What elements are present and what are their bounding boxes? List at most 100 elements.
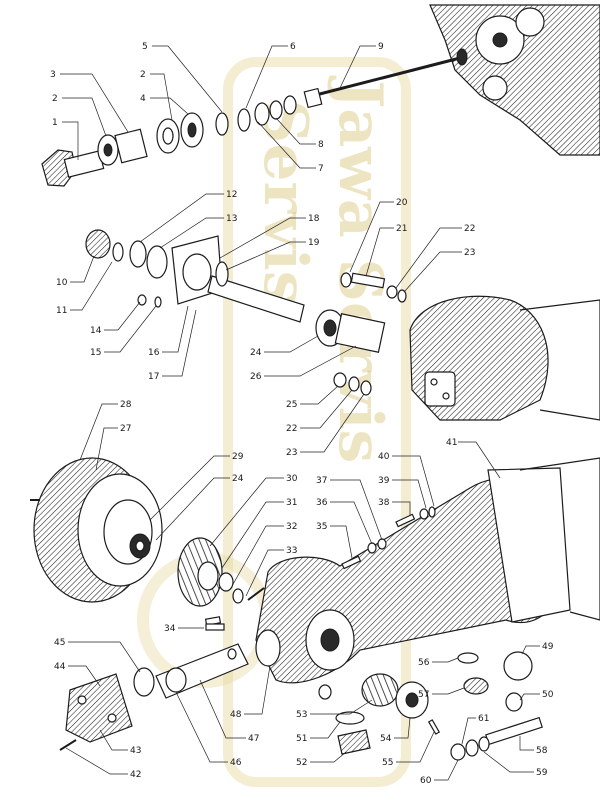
callout-28: 28 xyxy=(120,400,132,410)
callout-21: 21 xyxy=(396,224,407,234)
leader-47 xyxy=(199,679,246,739)
leader-57 xyxy=(432,687,465,695)
callout-2a: 2 xyxy=(52,94,58,104)
callout-2b: 2 xyxy=(140,70,146,80)
callout-12: 12 xyxy=(226,190,237,200)
brake-drum-27-28 xyxy=(30,457,163,603)
leader-56 xyxy=(432,657,459,663)
callout-23b: 23 xyxy=(286,448,297,458)
leader-53 xyxy=(310,699,373,715)
leader-39 xyxy=(392,479,427,509)
callout-30: 30 xyxy=(286,474,298,484)
callout-47: 47 xyxy=(248,734,259,744)
callout-37: 37 xyxy=(316,476,327,486)
callout-49: 49 xyxy=(542,642,554,652)
callout-20: 20 xyxy=(396,198,408,208)
leader-58 xyxy=(519,736,534,751)
leader-45 xyxy=(68,641,141,673)
callout-1: 1 xyxy=(52,118,58,128)
leader-55 xyxy=(396,731,435,763)
output-flange-assembly xyxy=(85,229,305,323)
leader-13 xyxy=(159,217,224,249)
leader-26 xyxy=(264,345,357,377)
gasket-46-47 xyxy=(155,643,249,699)
callout-53: 53 xyxy=(296,710,307,720)
callout-42: 42 xyxy=(130,770,141,780)
leader-41 xyxy=(458,441,501,479)
callout-50: 50 xyxy=(542,690,554,700)
leader-24a xyxy=(264,335,319,353)
leader-59 xyxy=(483,751,534,773)
callout-41: 41 xyxy=(446,438,457,448)
gearbox-housing-top xyxy=(429,4,600,156)
callout-19: 19 xyxy=(308,238,320,248)
final-drive-casing-41-48 xyxy=(255,457,600,700)
leader-19 xyxy=(225,241,306,271)
callout-8: 8 xyxy=(318,140,324,150)
leader-12 xyxy=(139,193,224,243)
drive-shaft-9 xyxy=(303,48,468,109)
seals-51-54 xyxy=(335,673,441,755)
gearbox-housing-right xyxy=(409,295,600,421)
leader-23b xyxy=(300,393,365,453)
callout-52: 52 xyxy=(296,758,307,768)
callout-44: 44 xyxy=(54,662,66,672)
bolts-35-38 xyxy=(341,506,436,570)
leader-24b xyxy=(155,477,230,541)
callout-34: 34 xyxy=(164,624,176,634)
leader-6 xyxy=(245,45,288,109)
leader-23a xyxy=(403,251,462,293)
callout-32: 32 xyxy=(286,522,297,532)
callout-14: 14 xyxy=(90,326,102,336)
leader-14 xyxy=(104,301,141,331)
callout-39: 39 xyxy=(378,476,390,486)
leader-44 xyxy=(68,665,101,687)
callout-10: 10 xyxy=(56,278,68,288)
leader-4 xyxy=(150,97,189,115)
callout-35: 35 xyxy=(316,522,327,532)
leader-lines xyxy=(60,45,540,781)
callout-3: 3 xyxy=(50,70,56,80)
callout-9: 9 xyxy=(378,42,384,52)
differential-gears-30-33 xyxy=(177,537,265,626)
leader-31 xyxy=(221,501,284,569)
leader-28 xyxy=(79,403,118,461)
callout-25: 25 xyxy=(286,400,297,410)
leader-17 xyxy=(162,309,197,377)
leader-2a xyxy=(62,97,107,137)
pin-assembly-20-23 xyxy=(340,272,407,303)
cover-assembly-43-45 xyxy=(59,667,155,751)
leader-22a xyxy=(395,227,462,289)
callout-4: 4 xyxy=(140,94,146,104)
leader-15 xyxy=(104,305,157,353)
bearing-sleeve-24-26 xyxy=(315,309,386,353)
callout-6: 6 xyxy=(290,42,296,52)
leader-46 xyxy=(175,691,228,763)
callout-22b: 22 xyxy=(286,424,297,434)
leader-54 xyxy=(394,717,411,739)
callout-24a: 24 xyxy=(250,348,262,358)
leader-27 xyxy=(95,427,118,471)
leader-29 xyxy=(149,455,230,521)
callout-36: 36 xyxy=(316,498,328,508)
washers-25-22-23 xyxy=(333,372,372,396)
parts-layer xyxy=(30,4,600,761)
callout-26: 26 xyxy=(250,372,262,382)
callout-17: 17 xyxy=(148,372,159,382)
callout-61: 61 xyxy=(478,714,489,724)
leader-22b xyxy=(300,389,353,429)
callout-labels: 1 2 3 2 4 5 6 7 8 9 10 11 12 13 14 15 16… xyxy=(50,42,554,786)
leader-1 xyxy=(62,121,79,160)
callout-45: 45 xyxy=(54,638,65,648)
leader-32 xyxy=(231,525,284,587)
leader-21 xyxy=(365,227,394,277)
callout-23a: 23 xyxy=(464,248,475,258)
callout-40: 40 xyxy=(378,452,390,462)
callout-29: 29 xyxy=(232,452,244,462)
stud-34 xyxy=(205,623,225,631)
leader-51 xyxy=(310,721,341,739)
callout-60: 60 xyxy=(420,776,432,786)
callout-7: 7 xyxy=(318,164,324,174)
leader-36 xyxy=(330,501,373,545)
